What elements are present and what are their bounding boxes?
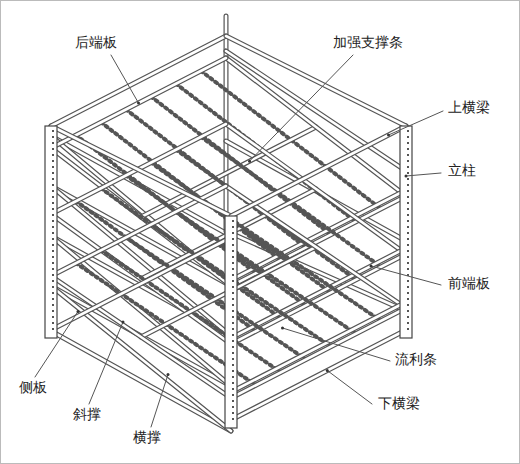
part-label: 前端板 — [446, 275, 492, 292]
upright — [45, 126, 57, 338]
leader-line — [151, 375, 168, 428]
back-end-board — [51, 58, 226, 148]
leader-line — [89, 322, 123, 404]
leader-dot — [122, 321, 125, 324]
leader-line — [111, 55, 139, 103]
part-label: 横撑 — [131, 429, 163, 446]
leader-line — [35, 312, 78, 378]
leader-line — [371, 266, 441, 285]
leader-line — [389, 111, 444, 135]
leader-line — [327, 371, 372, 405]
bottom-beam — [51, 240, 226, 330]
leader-dot — [167, 373, 170, 376]
leader-line — [406, 173, 441, 176]
upright-holes — [407, 130, 409, 334]
part-label: 下横梁 — [376, 395, 422, 412]
side-rail-face — [51, 276, 231, 398]
leader-dot — [405, 175, 408, 178]
leader-line — [250, 55, 354, 161]
top-beam-face — [51, 126, 231, 216]
front-end-board-face — [231, 308, 406, 398]
side-rail — [51, 276, 231, 398]
leader-dot — [326, 369, 329, 372]
front-end-board-face — [231, 302, 406, 392]
top-beam-face — [231, 126, 406, 216]
part-label: 立柱 — [446, 162, 478, 179]
upright-holes — [52, 130, 54, 334]
leader-dot — [370, 265, 373, 268]
upright — [400, 126, 412, 338]
part-label: 上横梁 — [446, 99, 492, 116]
part-label: 侧板 — [17, 379, 49, 396]
bottom-beam-face — [51, 240, 226, 330]
back-end-board-face — [51, 58, 226, 148]
upright-holes — [232, 220, 234, 424]
leader-dot — [248, 160, 251, 163]
part-label: 流利条 — [393, 351, 439, 368]
part-label: 斜撑 — [71, 406, 103, 423]
top-beam — [231, 126, 406, 216]
top-beam — [51, 126, 231, 216]
leader-line — [283, 328, 391, 361]
leader-dot — [387, 134, 390, 137]
upright — [225, 216, 237, 428]
part-label: 加强支撑条 — [331, 34, 405, 51]
leader-dot — [77, 310, 80, 313]
front-end-board — [231, 308, 406, 398]
part-label: 后端板 — [73, 34, 119, 51]
leader-dot — [137, 102, 140, 105]
leader-dot — [281, 327, 284, 330]
front-end-board — [231, 302, 406, 392]
